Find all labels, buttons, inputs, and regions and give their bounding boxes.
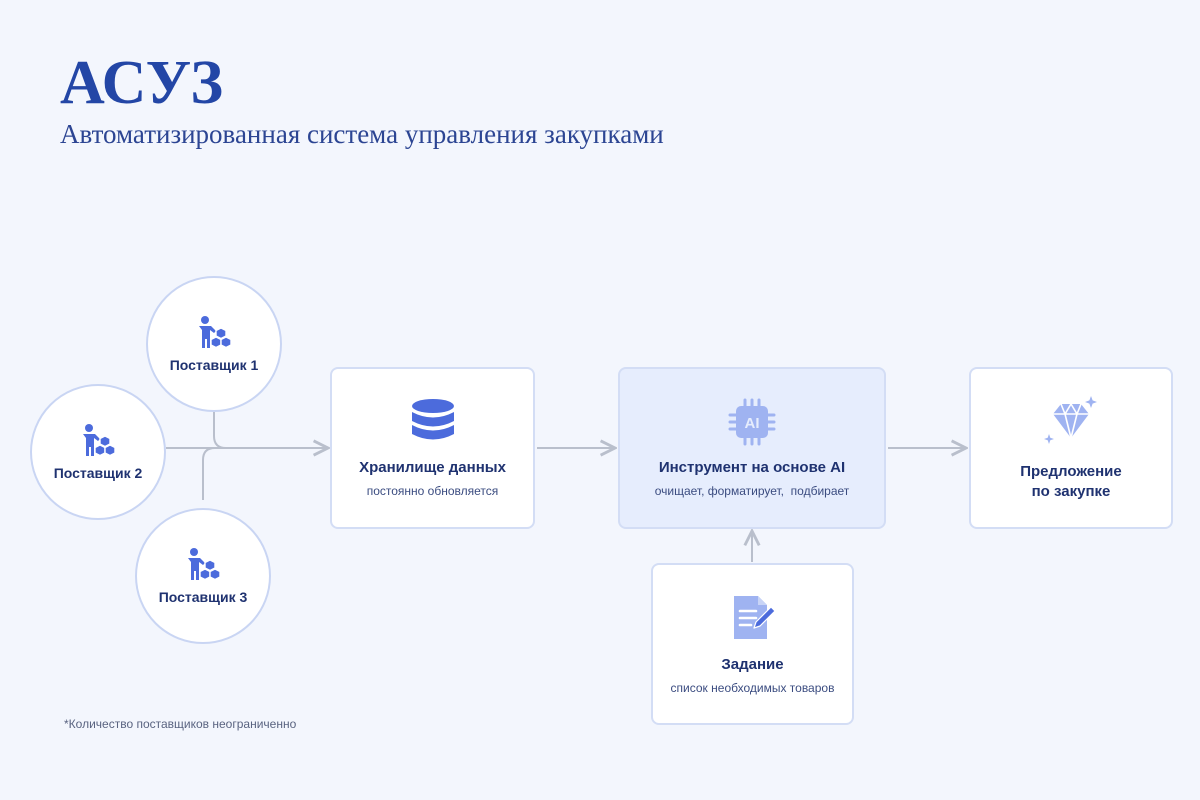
supplier-boxes-icon <box>83 424 116 457</box>
supplier-2-label: Поставщик 2 <box>53 465 143 481</box>
page-subtitle: Автоматизированная система управления за… <box>60 119 664 149</box>
supplier-1-label: Поставщик 1 <box>169 357 259 373</box>
connector-supplier-3 <box>202 447 216 500</box>
connector-supplier-1 <box>213 412 227 449</box>
ai-tool-box: AI Инструмент на основе AI очищает, форм… <box>618 367 886 529</box>
supplier-2-node: Поставщик 2 <box>30 384 166 520</box>
supplier-boxes-icon <box>188 548 221 581</box>
ai-tool-subtitle: очищает, форматирует, подбирает <box>654 483 850 498</box>
supplier-boxes-icon <box>199 316 232 349</box>
page-title: АСУЗ <box>60 49 224 117</box>
supplier-3-node: Поставщик 3 <box>135 508 271 644</box>
diamond-icon <box>1044 395 1097 444</box>
database-icon <box>411 399 454 440</box>
task-title: Задание <box>721 656 784 674</box>
proposal-title-line1: Предложение <box>1020 462 1122 480</box>
supplier-3-label: Поставщик 3 <box>158 589 248 605</box>
ai-chip-text: AI <box>745 415 760 432</box>
storage-title: Хранилище данных <box>359 459 506 477</box>
ai-chip-icon: AI <box>728 398 776 446</box>
supplier-1-node: Поставщик 1 <box>146 276 282 412</box>
document-edit-icon <box>733 596 776 640</box>
proposal-title-line2: по закупке <box>1031 483 1111 500</box>
storage-subtitle: постоянно обновляется <box>366 483 499 498</box>
footnote: *Количество поставщиков неограниченно <box>64 717 297 731</box>
task-subtitle: список необходимых товаров <box>670 680 835 695</box>
ai-tool-title: Инструмент на основе AI <box>658 459 846 477</box>
proposal-box: Предложение по закупке <box>969 367 1173 529</box>
storage-box: Хранилище данных постоянно обновляется <box>330 367 535 529</box>
task-box: Задание список необходимых товаров <box>651 563 854 725</box>
